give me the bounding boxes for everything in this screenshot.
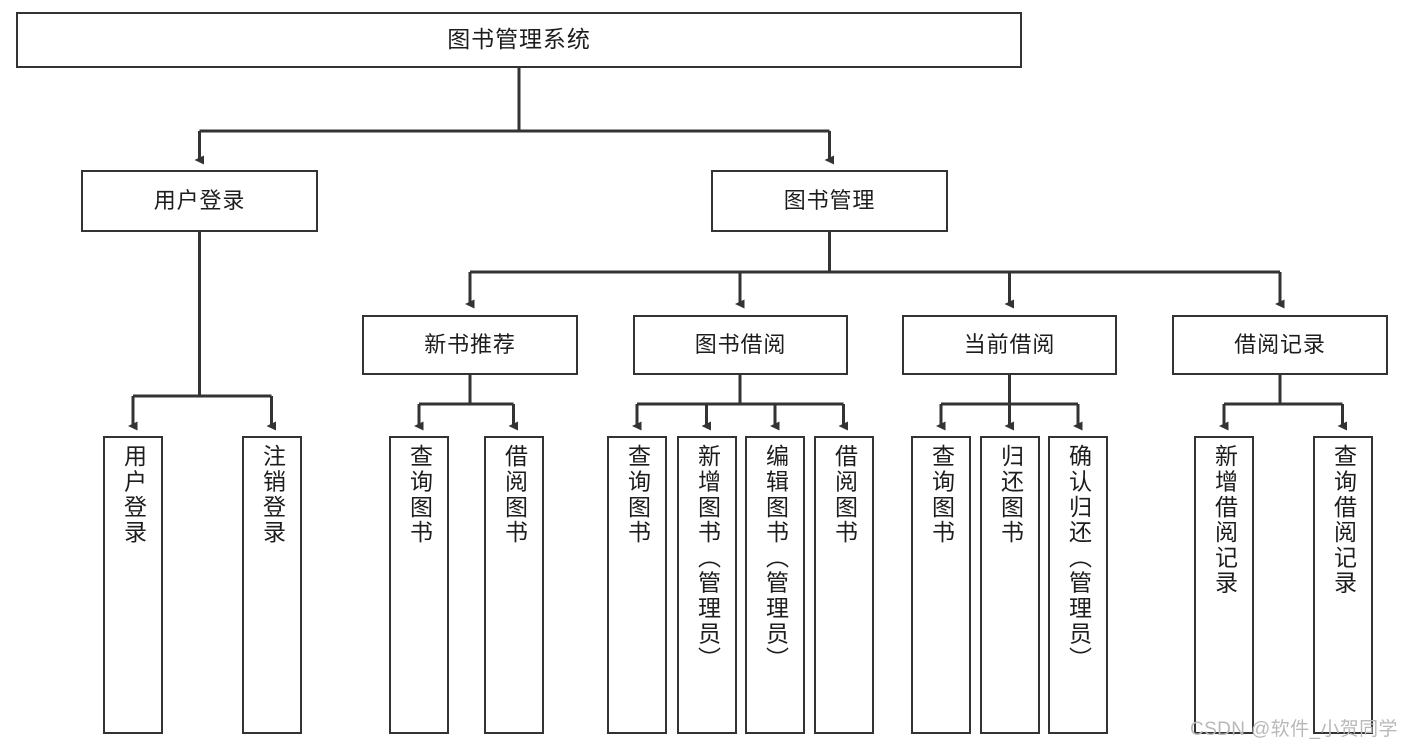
node-label: 图书管理系统 (447, 26, 591, 53)
node-label: 注销登录 (259, 444, 286, 546)
node-book-management[interactable]: 图书管理 (711, 170, 948, 232)
node-label: 编辑图书（管理员） (762, 444, 789, 672)
leaf-book-borrow-borrow-book[interactable]: 借阅图书 (814, 436, 874, 734)
node-label: 当前借阅 (963, 332, 1056, 358)
leaf-book-borrow-edit-book-admin[interactable]: 编辑图书（管理员） (745, 436, 805, 734)
node-label: 新书推荐 (424, 332, 516, 358)
leaf-new-book-query-book[interactable]: 查询图书 (389, 436, 449, 734)
leaf-current-borrow-confirm-return-admin[interactable]: 确认归还（管理员） (1048, 436, 1108, 734)
leaf-new-book-borrow-book[interactable]: 借阅图书 (484, 436, 544, 734)
node-current-borrow[interactable]: 当前借阅 (902, 315, 1117, 375)
node-new-book-recommend[interactable]: 新书推荐 (362, 315, 578, 375)
node-borrow-record[interactable]: 借阅记录 (1172, 315, 1388, 375)
watermark: CSDN @软件_小贺同学 (1190, 719, 1398, 740)
node-label: 借阅记录 (1234, 332, 1326, 358)
node-label: 用户登录 (153, 188, 246, 214)
node-label: 查询图书 (928, 444, 955, 546)
node-label: 新增图书（管理员） (694, 444, 721, 672)
node-label: 确认归还（管理员） (1065, 444, 1092, 672)
leaf-borrow-record-query-record[interactable]: 查询借阅记录 (1313, 436, 1373, 734)
node-user-login[interactable]: 用户登录 (81, 170, 318, 232)
leaf-borrow-record-add-record[interactable]: 新增借阅记录 (1194, 436, 1254, 734)
leaf-book-borrow-query-book[interactable]: 查询图书 (607, 436, 667, 734)
node-label: 图书管理 (783, 188, 876, 214)
node-label: 图书借阅 (694, 332, 787, 358)
leaf-current-borrow-query-book[interactable]: 查询图书 (911, 436, 971, 734)
node-label: 查询图书 (406, 444, 433, 546)
leaf-user-login-logout[interactable]: 注销登录 (242, 436, 302, 734)
node-label: 新增借阅记录 (1211, 444, 1238, 596)
node-label: 用户登录 (120, 444, 147, 546)
leaf-user-login-login[interactable]: 用户登录 (103, 436, 163, 734)
node-book-borrow[interactable]: 图书借阅 (633, 315, 848, 375)
node-label: 归还图书 (997, 444, 1024, 546)
leaf-book-borrow-add-book-admin[interactable]: 新增图书（管理员） (677, 436, 737, 734)
node-label: 借阅图书 (501, 444, 528, 546)
leaf-current-borrow-return-book[interactable]: 归还图书 (980, 436, 1040, 734)
node-label: 借阅图书 (831, 444, 858, 546)
node-root-book-management-system[interactable]: 图书管理系统 (16, 12, 1022, 68)
node-label: 查询图书 (624, 444, 651, 546)
node-label: 查询借阅记录 (1330, 444, 1357, 596)
